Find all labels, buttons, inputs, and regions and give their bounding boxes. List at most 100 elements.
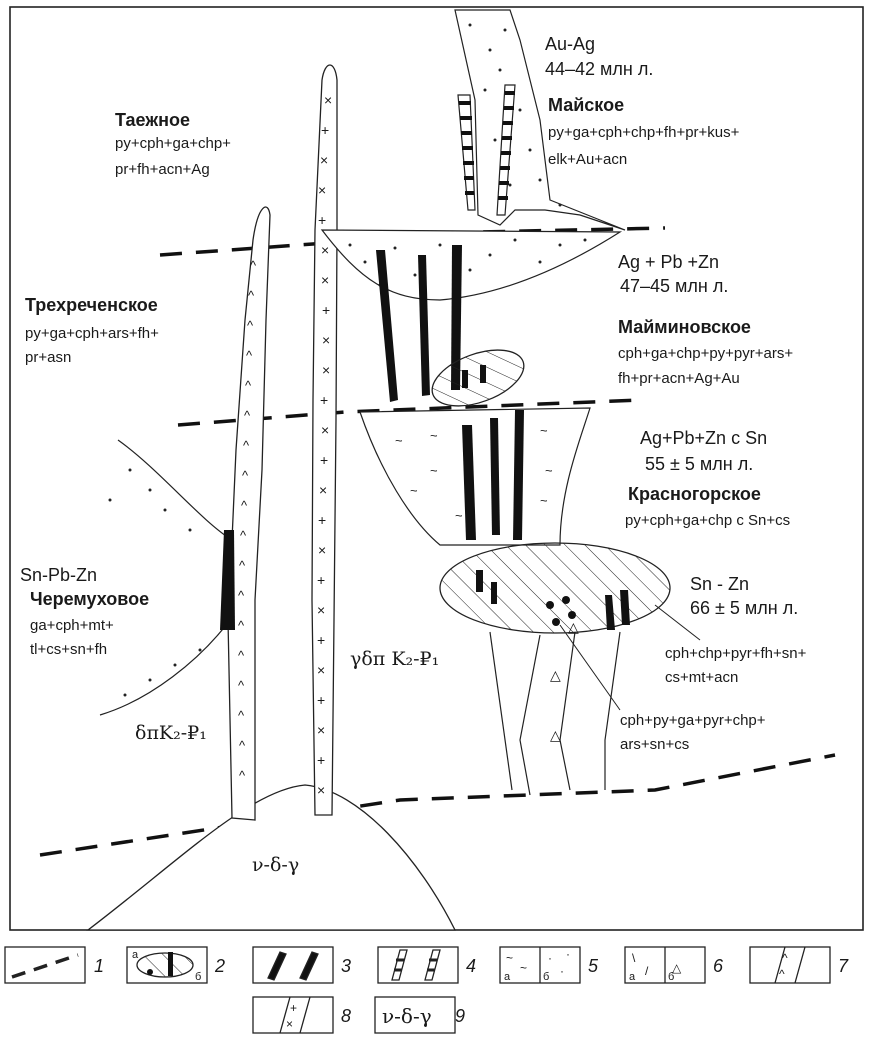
svg-text:×: × [321, 422, 329, 438]
svg-text:~: ~ [430, 463, 438, 478]
minerals-snzn-a-2: cs+mt+acn [665, 669, 738, 686]
svg-text:×: × [321, 272, 329, 288]
svg-text:^: ^ [239, 738, 246, 753]
legend-5-sub-b: б [543, 971, 549, 983]
age-sn-pb-zn-title: Sn-Pb-Zn [20, 565, 97, 585]
svg-text:+: + [321, 122, 329, 138]
rock-label-dyke-left: δπK₂-₽₁ [135, 722, 207, 744]
minerals-taezhnoe-2: pr+fh+acn+Ag [115, 161, 210, 178]
svg-text:×: × [322, 362, 330, 378]
minerals-cherem-2: tl+cs+sn+fh [30, 641, 107, 658]
svg-text:×: × [322, 332, 330, 348]
svg-text:+: + [317, 572, 325, 588]
deposit-taezhnoe: Таежное [115, 110, 190, 130]
age-au-ag-age: 44–42 млн л. [545, 59, 653, 79]
legend-num-9: 9 [455, 1006, 465, 1026]
minerals-maimin-2: fh+pr+acn+Ag+Au [618, 370, 740, 387]
svg-text:^: ^ [238, 678, 245, 693]
svg-text:×: × [286, 1017, 293, 1031]
svg-text:^: ^ [239, 558, 246, 573]
svg-text:·: · [566, 947, 570, 961]
svg-text:^: ^ [250, 258, 257, 273]
svg-text:~: ~ [410, 483, 418, 498]
minerals-cherem-1: ga+cph+mt+ [30, 617, 114, 634]
svg-text:+: + [290, 1001, 297, 1015]
svg-text:×: × [324, 92, 332, 108]
age-ag-pb-zn-title: Ag + Pb +Zn [618, 252, 719, 272]
svg-text:^: ^ [238, 648, 245, 663]
svg-text:×: × [317, 662, 325, 678]
svg-text:~: ~ [430, 428, 438, 443]
minerals-krasno-1: py+cph+ga+chp с Sn+cs [625, 512, 790, 529]
svg-text:△: △ [568, 619, 579, 635]
legend-2-sub-b: б [195, 971, 201, 983]
rock-label-intrusion: ν-δ-γ [252, 854, 299, 876]
legend-6-sub-b: б [668, 971, 674, 983]
cheremukhovoe-vein [220, 530, 235, 630]
svg-text:~: ~ [455, 508, 463, 523]
svg-text:~: ~ [540, 423, 548, 438]
svg-text:×: × [318, 182, 326, 198]
svg-text:×: × [317, 782, 325, 798]
legend-num-1: 1 [94, 956, 104, 976]
svg-text:×: × [321, 242, 329, 258]
cheremukhovoe-body [100, 440, 232, 715]
svg-text:^: ^ [239, 768, 246, 783]
age-ag-pb-zn-age: 47–45 млн л. [620, 276, 728, 296]
minerals-snzn-b-2: ars+sn+cs [620, 736, 689, 753]
age-ag-pb-zn-sn-title: Ag+Pb+Zn с Sn [640, 428, 767, 448]
black-veins-lower [462, 410, 524, 540]
deposit-cheremukhovoe: Черемуховое [30, 589, 149, 609]
svg-text:△: △ [550, 667, 561, 683]
legend-intrusion-symbol: ν-δ-γ [382, 1004, 432, 1028]
legend-6-sub-a: а [629, 971, 636, 983]
deposit-krasnogorskoe: Красногорское [628, 484, 761, 504]
svg-text:+: + [322, 302, 330, 318]
svg-text:~: ~ [506, 951, 513, 965]
legend-num-3: 3 [341, 956, 351, 976]
rock-label-dyke-right: γδπ K₂-₽₁ [350, 648, 439, 670]
minerals-snzn-a-1: cph+chp+pyr+fh+sn+ [665, 645, 807, 662]
legend-num-4: 4 [466, 956, 476, 976]
svg-text:~: ~ [520, 961, 527, 975]
deposit-maiskoe: Майское [548, 95, 624, 115]
svg-text:+: + [320, 392, 328, 408]
age-ag-pb-zn-sn-age: 55 ± 5 млн л. [645, 454, 753, 474]
breccia-stems [490, 632, 620, 795]
svg-text:×: × [320, 152, 328, 168]
age-sn-zn-title: Sn - Zn [690, 574, 749, 594]
svg-text:^: ^ [779, 967, 785, 981]
svg-text:^: ^ [247, 318, 254, 333]
deposit-trekhrechenskoe: Трехреченское [25, 295, 158, 315]
svg-text:+: + [318, 212, 326, 228]
svg-text:^: ^ [245, 378, 252, 393]
svg-text:+: + [317, 752, 325, 768]
legend-5-sub-a: а [504, 971, 511, 983]
svg-text:·: · [560, 964, 564, 978]
minerals-maimin-1: cph+ga+chp+py+pyr+ars+ [618, 345, 793, 362]
age-au-ag-title: Au-Ag [545, 34, 595, 54]
funnel-middle [322, 230, 620, 300]
svg-text:^: ^ [782, 951, 788, 965]
svg-text:+: + [320, 452, 328, 468]
legend-num-6: 6 [713, 956, 724, 976]
funnel-top [455, 10, 625, 230]
svg-text:^: ^ [238, 708, 245, 723]
svg-text:^: ^ [240, 528, 247, 543]
svg-text:^: ^ [248, 288, 255, 303]
minerals-taezhnoe-1: py+cph+ga+chp+ [115, 135, 231, 152]
legend-num-7: 7 [838, 956, 849, 976]
minerals-snzn-b-1: cph+py+ga+pyr+chp+ [620, 712, 766, 729]
deposit-maiminovskoe: Майминовское [618, 317, 751, 337]
svg-text:^: ^ [242, 468, 249, 483]
svg-text:^: ^ [246, 348, 253, 363]
svg-text:~: ~ [540, 493, 548, 508]
svg-text:△: △ [550, 727, 561, 743]
age-sn-zn-age: 66 ± 5 млн л. [690, 598, 798, 618]
minerals-maiskoe-1: py+ga+cph+chp+fh+pr+kus+ [548, 124, 740, 141]
sn-zn-body [440, 543, 670, 633]
svg-text:×: × [318, 542, 326, 558]
legend-2-sub-a: а [132, 949, 139, 961]
svg-text:~: ~ [395, 433, 403, 448]
